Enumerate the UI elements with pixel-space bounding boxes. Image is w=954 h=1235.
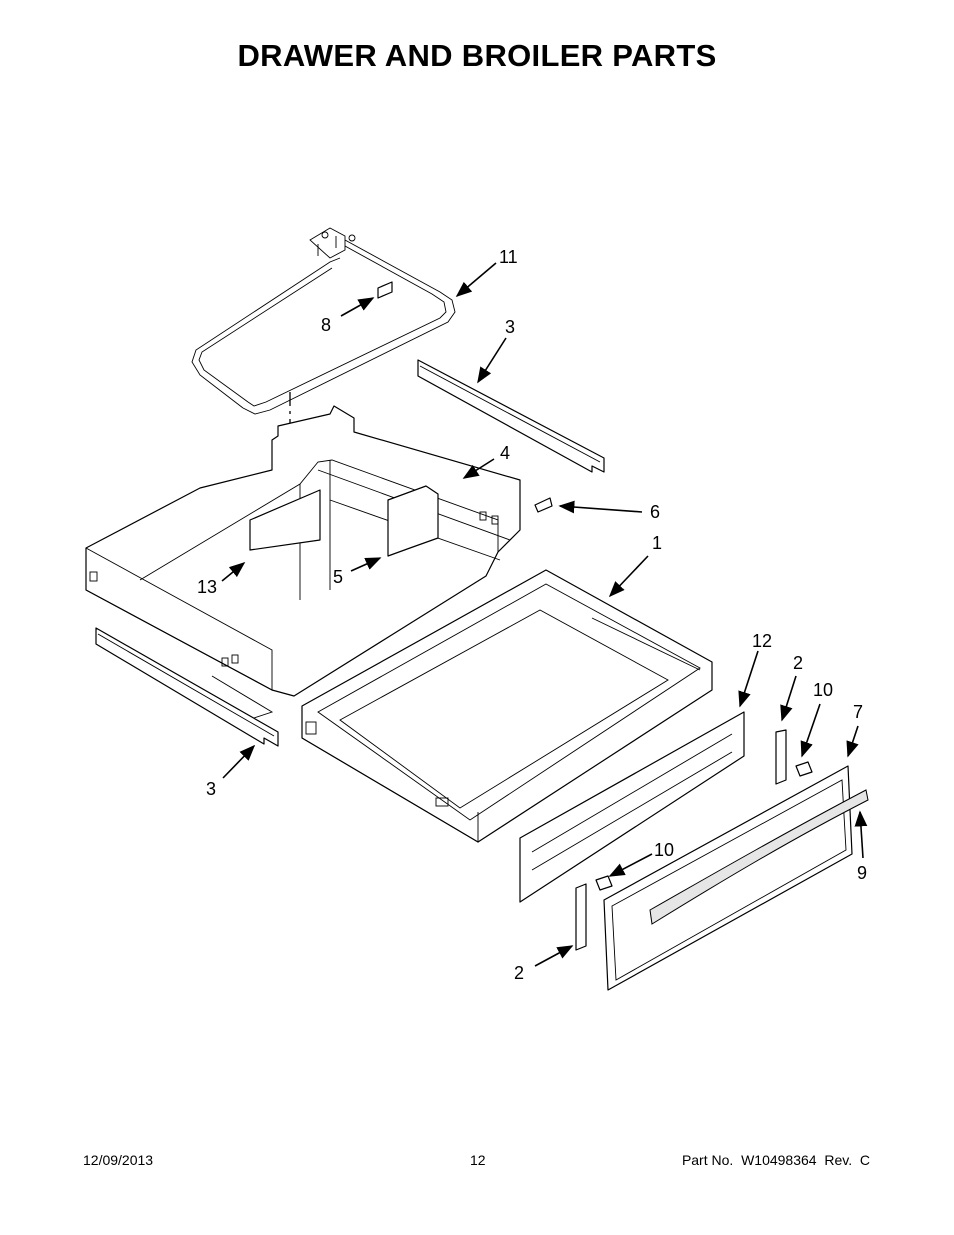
bracket-center: [387, 485, 439, 557]
callout-10-upper: 10: [813, 680, 833, 700]
callout-11: 11: [499, 247, 518, 267]
element-bracket: [377, 281, 393, 299]
hinge-lower: [575, 883, 587, 951]
hinge-upper: [775, 729, 787, 785]
broil-element: [191, 227, 456, 415]
slide-rail-upper: [417, 359, 605, 473]
callout-6: 6: [650, 502, 660, 522]
callout-10-lower: 10: [654, 840, 674, 860]
heat-deflector: [249, 489, 321, 551]
drawer-housing: [85, 405, 521, 697]
screw-upper: [534, 497, 553, 513]
slide-rail-lower: [95, 627, 279, 747]
callout-13: 13: [197, 577, 217, 597]
screw-10-upper: [795, 761, 813, 777]
drawer-handle: [649, 789, 869, 925]
callout-12: 12: [752, 631, 772, 651]
drawer-front: [603, 765, 869, 991]
screw-10-lower: [595, 875, 613, 891]
callout-5: 5: [333, 567, 343, 587]
callout-2-upper: 2: [793, 653, 803, 673]
callout-4: 4: [500, 443, 510, 463]
page-title: DRAWER AND BROILER PARTS: [237, 38, 717, 73]
callout-3-lower: 3: [206, 779, 216, 799]
callout-7: 7: [853, 702, 863, 722]
callout-3-upper: 3: [505, 317, 515, 337]
callout-9: 9: [857, 863, 867, 883]
footer-part-number: Part No. W10498364 Rev. C: [681, 1152, 870, 1168]
drawer-pan: [301, 569, 713, 843]
callout-8: 8: [321, 315, 331, 335]
footer-page-number: 12: [470, 1152, 486, 1168]
footer-date: 12/09/2013: [83, 1152, 154, 1168]
callout-2-lower: 2: [514, 963, 524, 983]
callout-1: 1: [652, 533, 662, 553]
